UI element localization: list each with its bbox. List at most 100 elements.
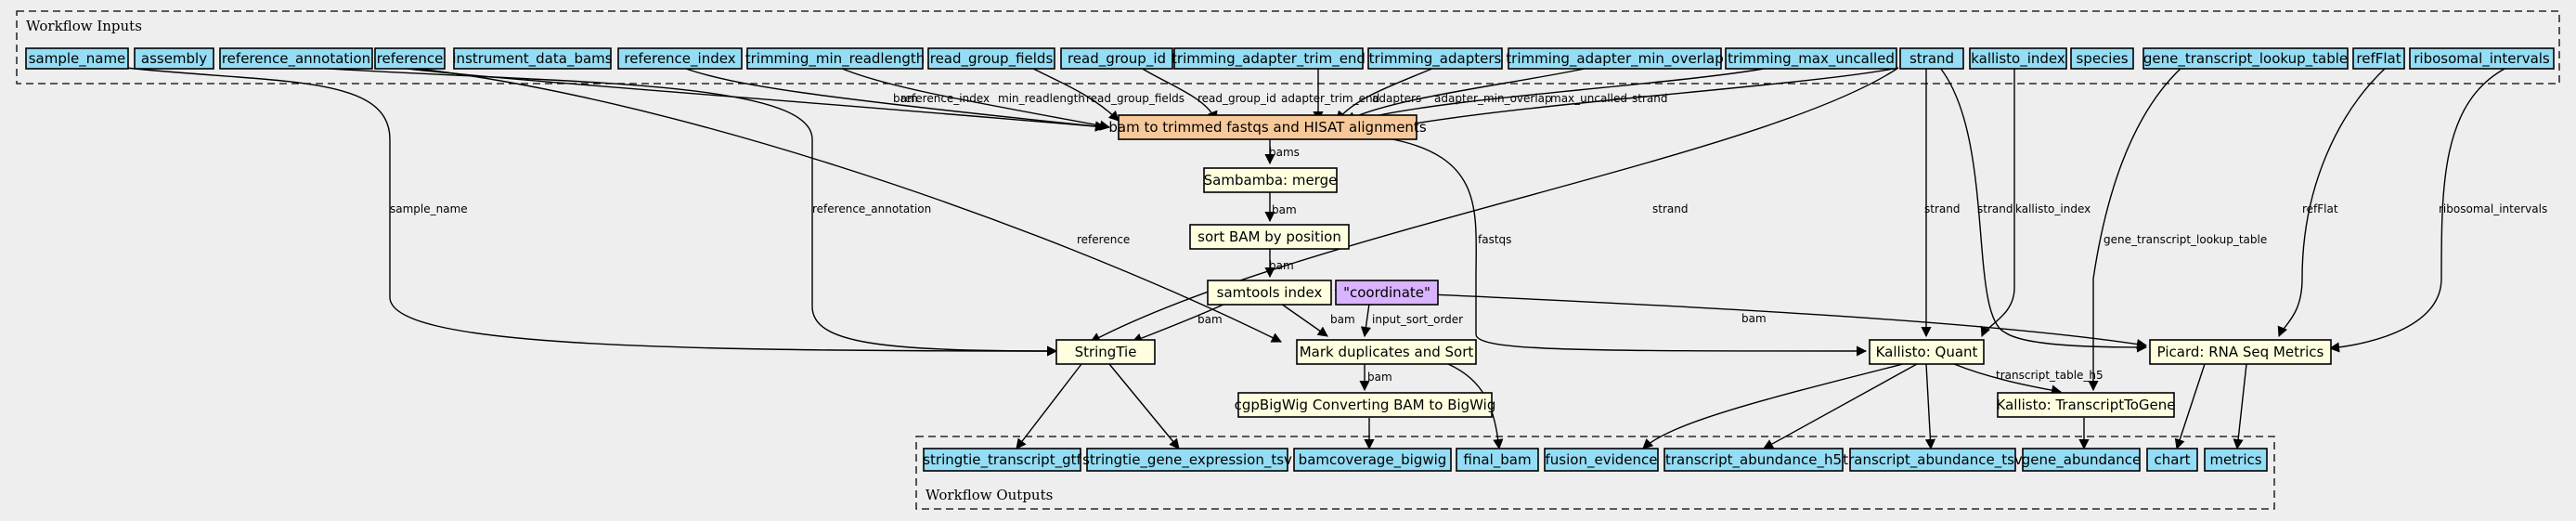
input-species-box bbox=[2070, 47, 2134, 70]
output-gene-abundance-label: gene_abundance bbox=[2022, 451, 2141, 469]
edges bbox=[124, 67, 2507, 450]
step-coordinate: "coordinate" bbox=[1335, 280, 1439, 306]
input-read-group-fields: read_group_fields bbox=[927, 47, 1055, 70]
edge-refflat bbox=[2277, 67, 2387, 338]
edge-label-merge-bam: bam bbox=[1272, 203, 1297, 216]
output-bamcoverage-bigwig: bamcoverage_bigwig bbox=[1293, 448, 1452, 472]
step-coordinate-label: "coordinate" bbox=[1343, 284, 1430, 301]
input-strand-box bbox=[1899, 47, 1964, 70]
edge-gene-lookup bbox=[2088, 67, 2182, 392]
edge-label-sort-bam: bam bbox=[1269, 259, 1294, 272]
input-strand: strand bbox=[1899, 47, 1964, 70]
input-reference-index: reference_index bbox=[617, 47, 743, 70]
step-kallisto-box bbox=[1869, 339, 1985, 365]
edge-fastqs bbox=[1392, 138, 1868, 357]
output-fusion-evidence: fusion_evidence bbox=[1544, 448, 1659, 472]
input-trimming-adapter-trim-end: trimming_adapter_trim_end bbox=[1171, 47, 1366, 70]
edge-input-sort-order bbox=[1360, 303, 1371, 338]
input-kallisto-index-box bbox=[1969, 47, 2067, 70]
input-trimming-max-uncalled-label: trimming_max_uncalled bbox=[1728, 50, 1895, 68]
input-trimming-adapter-trim-end-box bbox=[1173, 47, 1364, 70]
output-gene-abundance-box bbox=[2022, 448, 2141, 472]
edge-kallisto-tsv bbox=[1924, 363, 1936, 450]
step-stringtie: StringTie bbox=[1055, 339, 1156, 365]
edge-label-strand-kallisto: strand bbox=[1924, 202, 1960, 215]
edge-label-adapter-trim-end: adapter_trim_end bbox=[1281, 92, 1379, 105]
edge-sample-name bbox=[124, 67, 1058, 357]
edge-label-ribosomal: ribosomal_intervals bbox=[2439, 202, 2547, 215]
edge-label-reference-annotation: reference_annotation bbox=[812, 202, 931, 215]
edge-label-strand-picard: strand bbox=[1977, 202, 2013, 215]
input-ribosomal-intervals: ribosomal_intervals bbox=[2409, 47, 2555, 70]
input-gene-transcript-lookup-table-label: gene_transcript_lookup_table bbox=[2143, 50, 2348, 68]
input-refFlat-label: refFlat bbox=[2356, 50, 2401, 67]
edge-read-group-id bbox=[1140, 67, 1218, 123]
workflow-outputs-cluster bbox=[915, 436, 2275, 510]
output-stringtie-gene-expression-tsv: stringtie_gene_expression_tsv bbox=[1082, 448, 1292, 472]
input-trimming-adapters-box bbox=[1367, 47, 1503, 70]
step-merge-box bbox=[1203, 167, 1338, 193]
step-index-box bbox=[1207, 280, 1332, 306]
input-reference-label: reference bbox=[377, 50, 444, 67]
workflow-outputs-label: Workflow Outputs bbox=[926, 487, 1053, 503]
input-strand-label: strand bbox=[1909, 50, 1954, 67]
edge-index-markdup bbox=[1280, 303, 1328, 337]
edge-label-markdup-bam: bam bbox=[1367, 371, 1392, 384]
edge-label-read-group-fields: read_group_fields bbox=[1086, 92, 1184, 105]
edge-label-strand: strand bbox=[1632, 92, 1667, 105]
step-sort-label: sort BAM by position bbox=[1197, 228, 1341, 245]
edge-adapter-min-overlap bbox=[1344, 67, 1590, 122]
step-trim-align-box bbox=[1118, 114, 1417, 140]
edge-max-uncalled bbox=[1353, 67, 1770, 124]
input-species: species bbox=[2070, 47, 2134, 70]
output-bamcoverage-bigwig-label: bamcoverage_bigwig bbox=[1299, 451, 1447, 469]
edge-picard-metrics bbox=[2233, 363, 2247, 450]
output-bamcoverage-bigwig-box bbox=[1293, 448, 1452, 472]
output-stringtie-transcript-gtf-box bbox=[923, 448, 1081, 472]
edge-kallisto-h5 bbox=[1763, 363, 1918, 449]
edge-label-refflat: refFlat bbox=[2302, 202, 2338, 215]
edge-label-adapters: adapters bbox=[1372, 92, 1421, 105]
step-kallisto-label: Kallisto: Quant bbox=[1876, 344, 1978, 360]
output-transcript-abundance-tsv-label: transcript_abundance_tsv bbox=[1843, 451, 2023, 469]
input-refFlat: refFlat bbox=[2352, 47, 2405, 70]
input-trimming-min-readlength-label: trimming_min_readlength bbox=[745, 50, 926, 68]
edge-reference bbox=[408, 67, 1283, 343]
input-instrument-data-bams-box bbox=[453, 47, 612, 70]
output-chart-box bbox=[2146, 448, 2198, 472]
input-read-group-id-box bbox=[1060, 47, 1173, 70]
edge-label-fastqs: fastqs bbox=[1478, 233, 1511, 246]
edge-label-max-uncalled: max_uncalled bbox=[1550, 92, 1627, 105]
step-transcript-to-gene: Kallisto: TranscriptToGene bbox=[1997, 392, 2175, 418]
edge-label-gene-lookup: gene_transcript_lookup_table bbox=[2104, 233, 2267, 246]
output-metrics-label: metrics bbox=[2209, 451, 2261, 468]
output-transcript-abundance-h5-box bbox=[1663, 448, 1844, 472]
output-transcript-abundance-h5: transcript_abundance_h5 bbox=[1663, 448, 1844, 472]
edge-stringtie-gtf bbox=[1016, 363, 1082, 449]
edge-label-read-group-id: read_group_id bbox=[1197, 92, 1276, 105]
input-trimming-max-uncalled: trimming_max_uncalled bbox=[1725, 47, 1897, 70]
edge-strand-stringtie bbox=[1090, 67, 1899, 343]
edge-strand-trim bbox=[1391, 67, 1899, 131]
edge-stringtie-tsv bbox=[1108, 363, 1180, 449]
edge-picard-chart bbox=[2174, 363, 2206, 450]
input-kallisto-index: kallisto_index bbox=[1969, 47, 2067, 70]
edge-label-strand-stringtie: strand bbox=[1652, 202, 1688, 215]
input-assembly-box bbox=[134, 47, 214, 70]
step-kallisto: Kallisto: Quant bbox=[1869, 339, 1985, 365]
edge-min-readlength bbox=[839, 67, 1111, 131]
edge-ribosomal bbox=[2328, 67, 2507, 353]
input-refFlat-box bbox=[2352, 47, 2405, 70]
input-reference-annotation-box bbox=[219, 47, 373, 70]
output-chart-label: chart bbox=[2155, 451, 2191, 468]
step-trim-align-label: bam to trimmed fastqs and HISAT alignmen… bbox=[1108, 119, 1426, 136]
input-ribosomal-intervals-label: ribosomal_intervals bbox=[2414, 50, 2550, 68]
edge-read-group-fields bbox=[1030, 67, 1120, 122]
input-reference-annotation-label: reference_annotation bbox=[222, 50, 370, 68]
output-final-bam-label: final_bam bbox=[1463, 451, 1531, 469]
workflow-inputs-cluster bbox=[16, 10, 2560, 85]
output-gene-abundance: gene_abundance bbox=[2022, 448, 2141, 472]
output-transcript-abundance-tsv: transcript_abundance_tsv bbox=[1843, 448, 2023, 472]
step-merge-label: Sambamba: merge bbox=[1204, 172, 1338, 189]
